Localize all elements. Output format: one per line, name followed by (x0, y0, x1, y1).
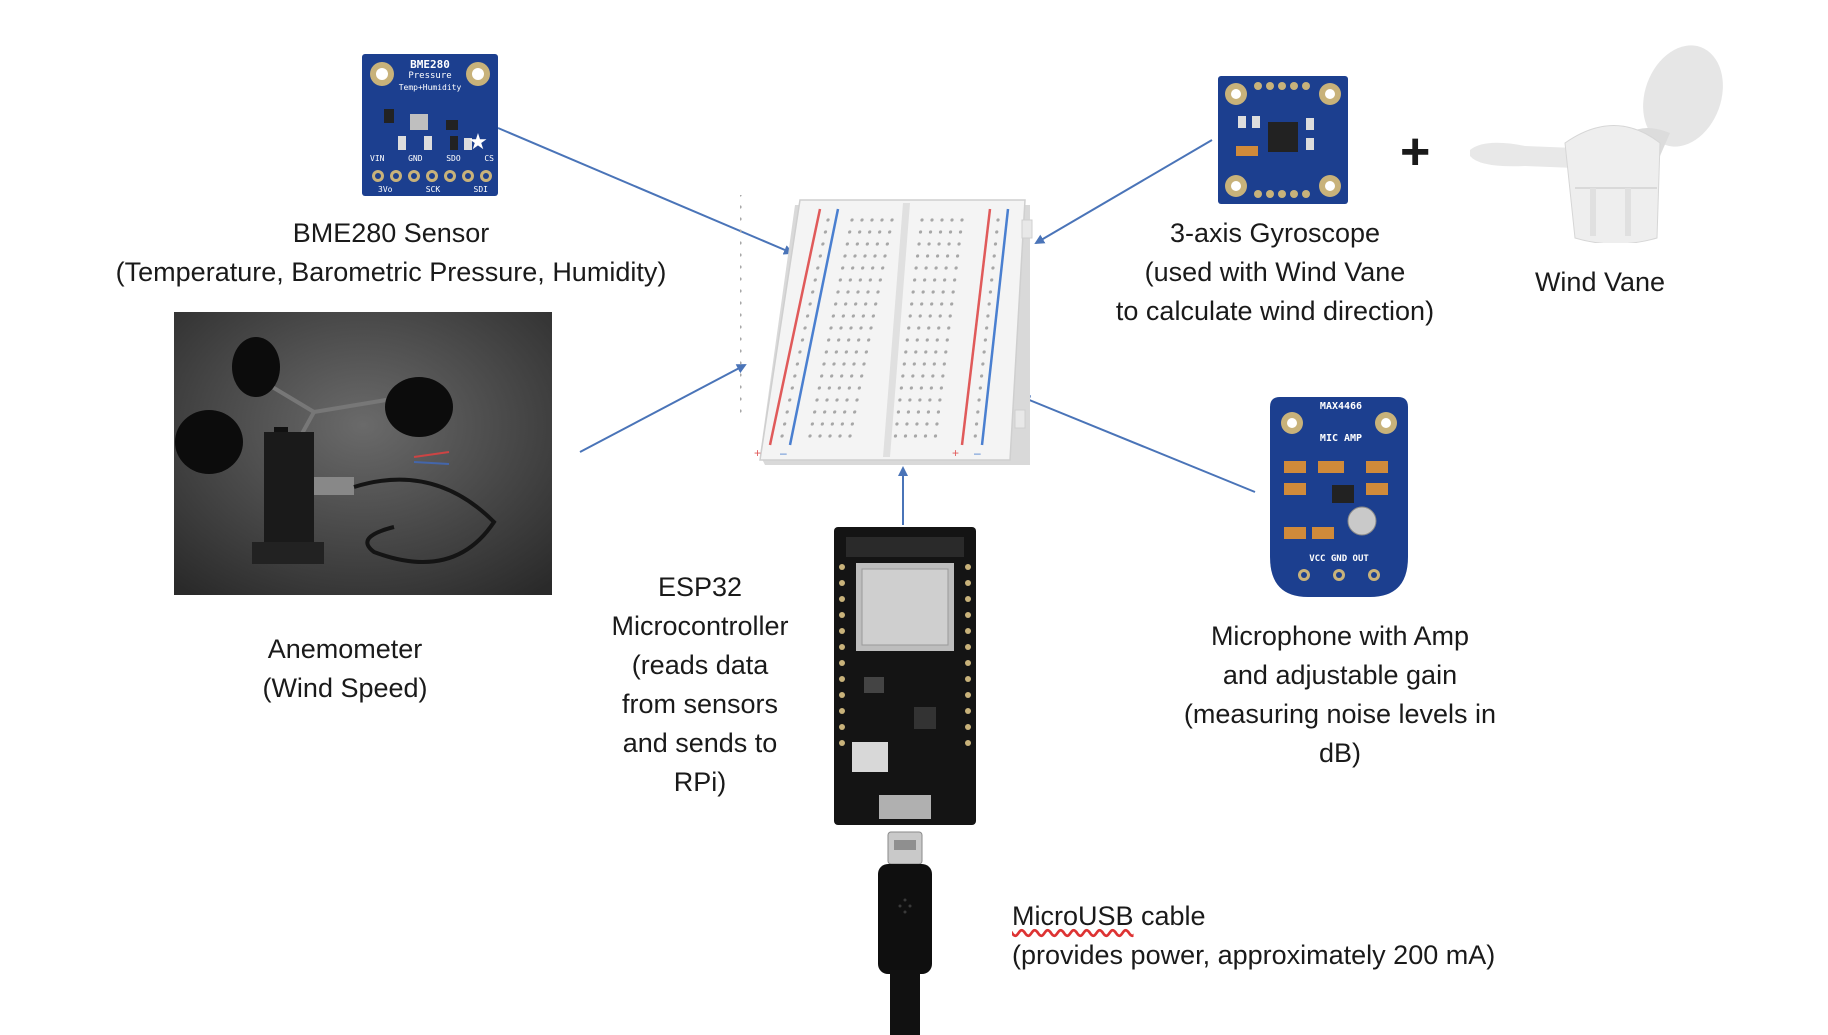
bme280-pin-vin: VIN (370, 154, 385, 163)
esp32-label-line3: (reads data (631, 650, 769, 680)
svg-text:+: + (754, 446, 761, 460)
svg-text:–: – (974, 446, 981, 460)
esp32-label: ESP32 Microcontroller (reads data from s… (580, 568, 820, 802)
arrow-gyroscope (1034, 139, 1213, 245)
microphone-board-pins: VCC GND OUT (1309, 554, 1369, 564)
microphone-label-line1: Microphone with Amp (1210, 621, 1470, 651)
microusb-label-rest: cable (1133, 901, 1206, 931)
bme280-board: ★ BME280 Pressure Temp+Humidity VIN GND … (362, 54, 498, 196)
esp32-label-line1: ESP32 (657, 572, 743, 602)
gyroscope-label-line2: (used with Wind Vane (1144, 257, 1406, 287)
bme280-label: BME280 Sensor (Temperature, Barometric P… (86, 214, 696, 292)
gyroscope-label: 3-axis Gyroscope (used with Wind Vane to… (1085, 214, 1465, 331)
gyroscope-label-line3: to calculate wind direction) (1115, 296, 1435, 326)
anemometer-label-desc: (Wind Speed) (262, 673, 428, 703)
gyroscope-label-title: 3-axis Gyroscope (1169, 218, 1381, 248)
esp32-label-line5: and sends to (622, 728, 778, 758)
microphone-label-line2: and adjustable gain (1222, 660, 1458, 690)
bme280-label-desc: (Temperature, Barometric Pressure, Humid… (115, 257, 667, 287)
bme280-board-line2: Pressure (408, 71, 452, 81)
microphone-label-line3: (measuring noise levels in (1183, 699, 1497, 729)
bme280-pin-sdi: SDI (473, 185, 488, 194)
microusb-label-word: MicroUSB (1012, 901, 1134, 931)
bme280-pin-sck: SCK (425, 185, 441, 194)
microusb-cable-image (878, 831, 932, 1035)
microusb-label-desc: (provides power, approximately 200 mA) (1012, 940, 1496, 970)
microphone-board-chip: MAX4466 (1319, 401, 1363, 412)
anemometer-label: Anemometer (Wind Speed) (200, 630, 490, 708)
arrow-anemometer (579, 364, 747, 453)
bme280-board-line3: Temp+Humidity (398, 83, 462, 92)
esp32-label-line6: RPi) (673, 767, 727, 797)
bme280-pin-cs: CS (484, 154, 494, 163)
bme280-pin-3vo: 3Vo (378, 185, 393, 194)
bme280-pin-sdo: SDO (446, 154, 461, 163)
anemometer-image (174, 312, 552, 595)
gyroscope-board (1218, 76, 1348, 204)
breadboard-image: + – + – (740, 195, 1033, 465)
wind-vane-label-title: Wind Vane (1534, 267, 1666, 297)
svg-text:★: ★ (468, 129, 488, 154)
microphone-board-label: MIC AMP (1319, 433, 1363, 444)
microphone-label-line4: dB) (1318, 738, 1362, 768)
wind-vane-image (1470, 45, 1723, 243)
microphone-label: Microphone with Amp and adjustable gain … (1150, 617, 1530, 773)
esp32-board (834, 527, 976, 825)
svg-text:+: + (952, 446, 959, 460)
esp32-label-line2: Microcontroller (611, 611, 789, 641)
esp32-label-line4: from sensors (621, 689, 779, 719)
bme280-label-title: BME280 Sensor (292, 218, 490, 248)
microphone-board: MAX4466 MIC AMP VCC GND OUT (1270, 397, 1408, 597)
svg-text:–: – (780, 446, 787, 460)
microusb-label: MicroUSB cable (provides power, approxim… (1012, 897, 1572, 975)
wind-vane-label: Wind Vane (1500, 263, 1700, 302)
arrow-microphone (1020, 395, 1256, 493)
bme280-board-title: BME280 (410, 58, 450, 71)
bme280-pin-gnd: GND (408, 154, 423, 163)
anemometer-label-title: Anemometer (267, 634, 423, 664)
arrow-bme280 (497, 127, 794, 255)
plus-sign: + (1400, 123, 1431, 181)
